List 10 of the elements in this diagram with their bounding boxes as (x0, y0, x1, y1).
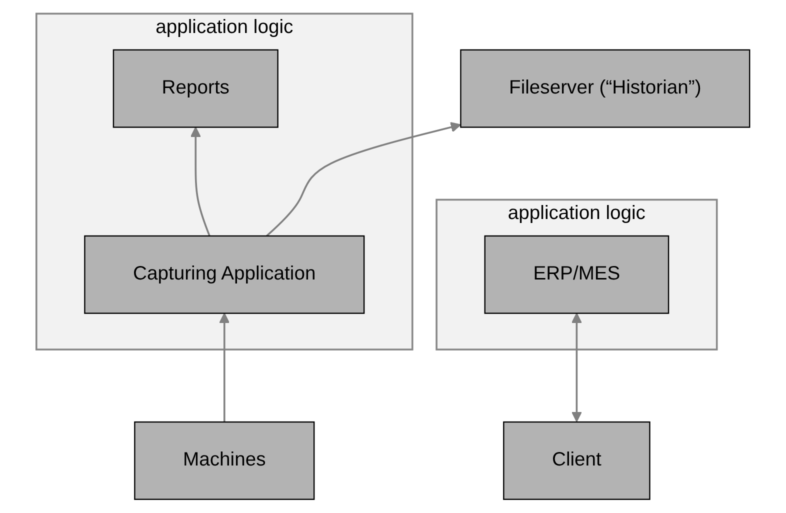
arrow (266, 122, 462, 237)
node-box: Capturing Application (84, 235, 365, 314)
node-box: Client (503, 421, 650, 500)
node-box: Reports (112, 49, 278, 128)
node-box: ERP/MES (484, 235, 670, 314)
arrow (190, 126, 210, 236)
node-box: Fileserver (“Historian”) (460, 49, 750, 128)
arrow (219, 312, 230, 422)
node-box: Machines (134, 421, 315, 500)
arrow (571, 312, 582, 422)
